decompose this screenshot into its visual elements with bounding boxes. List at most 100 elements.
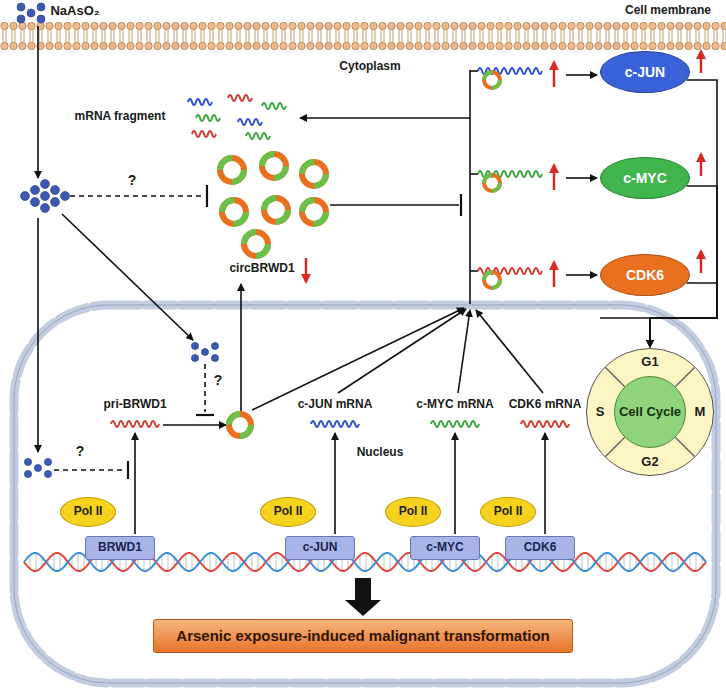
rna-strand <box>262 103 286 109</box>
dna-rung <box>588 554 589 570</box>
arrow-line <box>544 433 546 534</box>
circrna-ring-half <box>264 198 288 222</box>
phase-divider <box>675 437 694 456</box>
protein-oval: CDK6 <box>600 254 690 296</box>
circrna-ring-half <box>484 175 500 191</box>
gene-box: c-MYC <box>410 536 480 560</box>
rna-strand <box>188 99 212 105</box>
inhibition-bar <box>127 461 129 479</box>
circrna-ring-half <box>302 162 326 186</box>
dna-rung <box>690 555 691 569</box>
text-label: Cell membrane <box>625 4 711 18</box>
arsenic-dot <box>31 198 40 207</box>
dna-rung <box>30 555 31 569</box>
text-label: NaAsO₂ <box>50 4 99 19</box>
outcome-box: Arsenic exposure-induced malignant trans… <box>153 619 573 653</box>
dna-rung <box>162 555 163 569</box>
arsenic-dot <box>21 192 30 201</box>
dna-rung <box>258 554 259 570</box>
circrna-ring <box>222 200 246 224</box>
circrna-ring <box>264 198 288 222</box>
dna-rung <box>186 554 187 570</box>
circrna-ring <box>484 272 500 288</box>
circrna-ring-half <box>262 154 286 178</box>
rna-strand <box>192 131 216 137</box>
circrna-ring <box>244 232 268 256</box>
arsenic-dot <box>211 342 218 349</box>
dna-rung <box>492 555 493 569</box>
rna-strand <box>431 421 479 427</box>
node-text: Pol II <box>494 505 523 519</box>
nuclear-envelope <box>14 305 716 683</box>
arsenic-dot <box>27 9 35 17</box>
dna-rung <box>216 555 217 569</box>
arrow-line <box>240 284 242 412</box>
dna-rung <box>36 553 37 571</box>
arsenic-dot <box>44 458 51 465</box>
gene-box: c-JUN <box>285 536 355 560</box>
arsenic-dot <box>191 354 198 361</box>
dna-rung <box>54 554 55 570</box>
arrow-line <box>62 214 193 340</box>
node-text: Pol II <box>74 505 103 519</box>
text-label: circBRWD1 <box>229 262 294 276</box>
circrna-ring-half <box>484 72 500 88</box>
arsenic-dot <box>201 348 208 355</box>
rna-strand <box>111 421 159 427</box>
protein-oval: c-JUN <box>600 51 690 93</box>
dna-rung <box>234 553 235 571</box>
dna-rung <box>582 554 583 570</box>
text-label: mRNA fragment <box>75 110 166 124</box>
dna-rung <box>384 554 385 570</box>
node-text: Cell Cycle <box>619 405 681 420</box>
arrow-line <box>338 309 466 393</box>
gene-box: BRWD1 <box>85 536 155 560</box>
arsenic-dot <box>191 342 198 349</box>
arsenic-dot <box>34 464 41 471</box>
node-text: S <box>596 405 605 420</box>
arrow-line <box>134 433 136 534</box>
dna-rung <box>696 553 697 571</box>
circrna-ring <box>302 162 326 186</box>
arrow-line <box>454 433 456 534</box>
circrna-ring-half <box>229 414 251 436</box>
dna-rung <box>252 554 253 570</box>
node-text: G1 <box>641 355 658 370</box>
arsenic-dot <box>31 186 40 195</box>
circrna-ring <box>229 414 251 436</box>
node-text: CDK6 <box>524 541 557 555</box>
increase-arrow <box>553 165 555 190</box>
dna-rung <box>60 554 61 570</box>
text-label: pri-BRWD1 <box>103 398 166 412</box>
dna-rung <box>228 555 229 569</box>
dna-rung <box>78 553 79 571</box>
arrow-line <box>334 433 336 534</box>
arrow-line <box>476 310 543 393</box>
dashed-inhibition <box>54 469 126 471</box>
dashed-inhibition <box>70 195 205 197</box>
circrna-ring-half <box>302 200 326 224</box>
arsenic-dot <box>17 15 25 23</box>
arrow-line <box>566 274 597 276</box>
node-text: CDK6 <box>626 267 664 283</box>
arsenic-dot <box>37 15 45 23</box>
node-text: c-JUN <box>303 541 338 555</box>
branch-line <box>470 173 478 175</box>
arrow-line <box>252 308 464 410</box>
node-text: BRWD1 <box>98 541 142 555</box>
arsenic-dot <box>41 192 50 201</box>
rna-strand <box>228 95 252 101</box>
arsenic-dot <box>41 180 50 189</box>
arrow-line <box>566 74 597 76</box>
phase-divider <box>605 437 624 456</box>
increase-arrow <box>553 262 555 287</box>
dashed-inhibition <box>204 364 206 412</box>
dna-rung <box>210 553 211 571</box>
gene-box: CDK6 <box>505 536 575 560</box>
polymerase-oval: Pol II <box>480 497 536 527</box>
node-text: Pol II <box>274 505 303 519</box>
arsenic-dot <box>37 3 45 11</box>
dna-rung <box>612 555 613 569</box>
connector <box>650 80 717 347</box>
